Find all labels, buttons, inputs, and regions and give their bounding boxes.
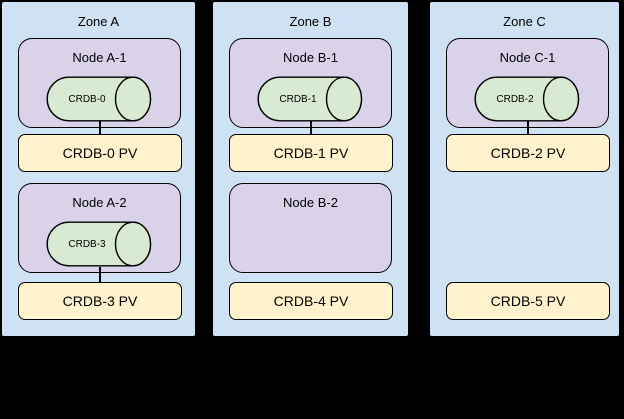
connector-line (527, 121, 529, 135)
pv-label: CRDB-5 PV (490, 293, 566, 309)
node-title: Node A-2 (72, 195, 127, 210)
node-title: Node A-1 (72, 50, 127, 65)
database-cylinder-icon: CRDB-2 (474, 76, 580, 122)
pv-box: CRDB-4 PV (229, 282, 393, 320)
connector-line (99, 121, 101, 135)
database-cylinder-icon: CRDB-0 (46, 76, 152, 122)
database-cylinder-icon: CRDB-1 (257, 76, 363, 122)
pv-box: CRDB-1 PV (229, 134, 393, 172)
db-label: CRDB-0 (68, 93, 106, 105)
zone-title: Zone C (503, 14, 546, 29)
pv-box: CRDB-3 PV (18, 282, 182, 320)
node-title: Node B-2 (283, 195, 338, 210)
connector-line (99, 267, 101, 283)
pv-box: CRDB-5 PV (446, 282, 610, 320)
database-cylinder-icon: CRDB-3 (46, 221, 152, 267)
zone-title: Zone A (77, 14, 120, 29)
connector-line (310, 121, 312, 135)
zone-a: Zone A Node A-1 CRDB-0 CRDB-0 PV Node A-… (1, 1, 196, 337)
db-label: CRDB-1 (279, 93, 317, 105)
pv-box: CRDB-0 PV (18, 134, 182, 172)
pv-label: CRDB-0 PV (62, 145, 138, 161)
pv-label: CRDB-4 PV (273, 293, 349, 309)
zone-title: Zone B (289, 14, 332, 29)
zone-c: Zone C Node C-1 CRDB-2 CRDB-2 PV CRDB-5 … (429, 1, 620, 337)
node-b2: Node B-2 (229, 183, 392, 273)
db-label: CRDB-2 (496, 93, 534, 105)
pv-label: CRDB-3 PV (62, 293, 138, 309)
db-label: CRDB-3 (68, 238, 106, 250)
pv-box: CRDB-2 PV (446, 134, 610, 172)
pv-label: CRDB-2 PV (490, 145, 566, 161)
node-b1: Node B-1 CRDB-1 (229, 38, 392, 128)
node-a2: Node A-2 CRDB-3 (18, 183, 181, 273)
node-c1: Node C-1 CRDB-2 (446, 38, 609, 128)
node-a1: Node A-1 CRDB-0 (18, 38, 181, 128)
pv-label: CRDB-1 PV (273, 145, 349, 161)
node-title: Node B-1 (283, 50, 338, 65)
node-title: Node C-1 (499, 50, 556, 65)
zone-b: Zone B Node B-1 CRDB-1 CRDB-1 PV Node B-… (212, 1, 409, 337)
